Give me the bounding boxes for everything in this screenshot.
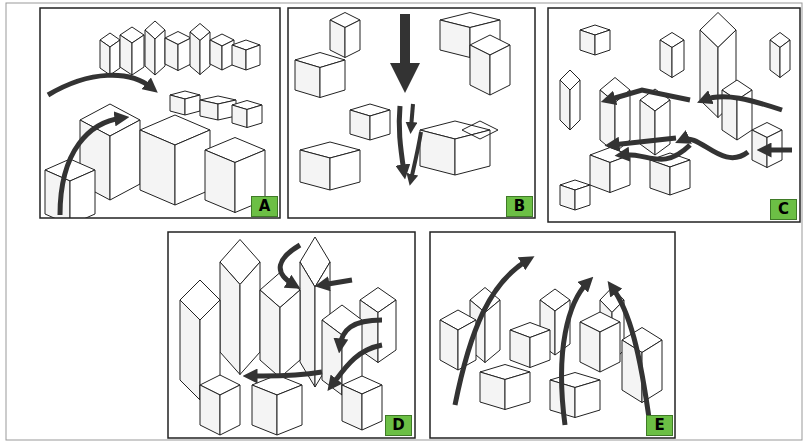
building bbox=[330, 13, 360, 58]
building bbox=[252, 375, 302, 435]
building bbox=[580, 25, 610, 55]
panel-c-scene bbox=[560, 13, 792, 211]
panel-letter: C bbox=[778, 202, 789, 217]
building bbox=[300, 142, 360, 190]
building bbox=[170, 91, 200, 115]
building bbox=[470, 35, 510, 95]
wind-arrow bbox=[48, 75, 152, 95]
building bbox=[140, 115, 210, 205]
building bbox=[350, 104, 390, 140]
panel-letter: B bbox=[514, 199, 525, 214]
panel-label: C bbox=[770, 199, 797, 220]
panel-b-scene bbox=[295, 13, 510, 191]
wind-arrow bbox=[455, 260, 528, 405]
panel-label: D bbox=[385, 415, 412, 436]
roof-opening bbox=[462, 121, 498, 139]
building bbox=[165, 32, 191, 71]
building bbox=[145, 21, 165, 75]
panel-label: A bbox=[251, 196, 278, 217]
wind-arrow bbox=[608, 90, 690, 100]
panel-letter: D bbox=[392, 418, 404, 433]
panel-frame bbox=[40, 8, 280, 218]
panel-label: E bbox=[646, 415, 673, 436]
building bbox=[295, 53, 345, 98]
wind-arrow bbox=[322, 280, 352, 285]
building bbox=[342, 376, 382, 430]
panel-frame bbox=[548, 8, 800, 222]
building bbox=[420, 121, 490, 175]
wind-arrow bbox=[250, 372, 322, 376]
building bbox=[550, 373, 600, 418]
wind-arrow bbox=[60, 118, 122, 215]
building bbox=[210, 34, 234, 70]
wind-arrow bbox=[400, 14, 410, 78]
building bbox=[480, 365, 530, 410]
building bbox=[640, 89, 670, 155]
panel-frame bbox=[168, 232, 415, 438]
building bbox=[770, 33, 790, 78]
building bbox=[752, 123, 782, 168]
building bbox=[560, 180, 590, 210]
panel-d-scene bbox=[180, 237, 396, 435]
building bbox=[232, 40, 260, 70]
panel-e-scene bbox=[440, 260, 662, 425]
wind-arrow bbox=[332, 345, 382, 385]
wind-arrow bbox=[622, 145, 690, 159]
building bbox=[190, 24, 210, 75]
wind-arrow bbox=[764, 148, 792, 153]
wind-arrow bbox=[612, 287, 650, 425]
building bbox=[510, 323, 550, 368]
building bbox=[45, 159, 95, 218]
wind-arrow bbox=[612, 138, 676, 145]
outer-frame bbox=[6, 3, 802, 440]
building bbox=[100, 33, 120, 75]
wind-arrow bbox=[411, 132, 421, 180]
panel-frame bbox=[430, 232, 675, 438]
wind-arrow bbox=[340, 320, 382, 346]
building bbox=[200, 96, 236, 120]
wind-arrow bbox=[682, 139, 748, 158]
wind-arrow bbox=[280, 245, 300, 285]
building bbox=[660, 33, 684, 78]
building bbox=[200, 375, 240, 435]
wind-arrow bbox=[704, 97, 782, 110]
panel-letter: A bbox=[259, 199, 271, 214]
wind-arrow bbox=[411, 104, 413, 128]
building bbox=[120, 27, 144, 75]
panel-a-scene bbox=[45, 21, 265, 218]
building bbox=[260, 273, 300, 378]
wind-arrow bbox=[562, 282, 588, 425]
building bbox=[580, 312, 620, 372]
building bbox=[722, 80, 752, 140]
building bbox=[560, 70, 580, 130]
building bbox=[220, 240, 260, 375]
panel-letter: E bbox=[654, 418, 664, 433]
panel-frame bbox=[288, 8, 535, 218]
wind-arrow bbox=[399, 106, 404, 172]
panel-label: B bbox=[506, 196, 533, 217]
building bbox=[232, 101, 262, 128]
